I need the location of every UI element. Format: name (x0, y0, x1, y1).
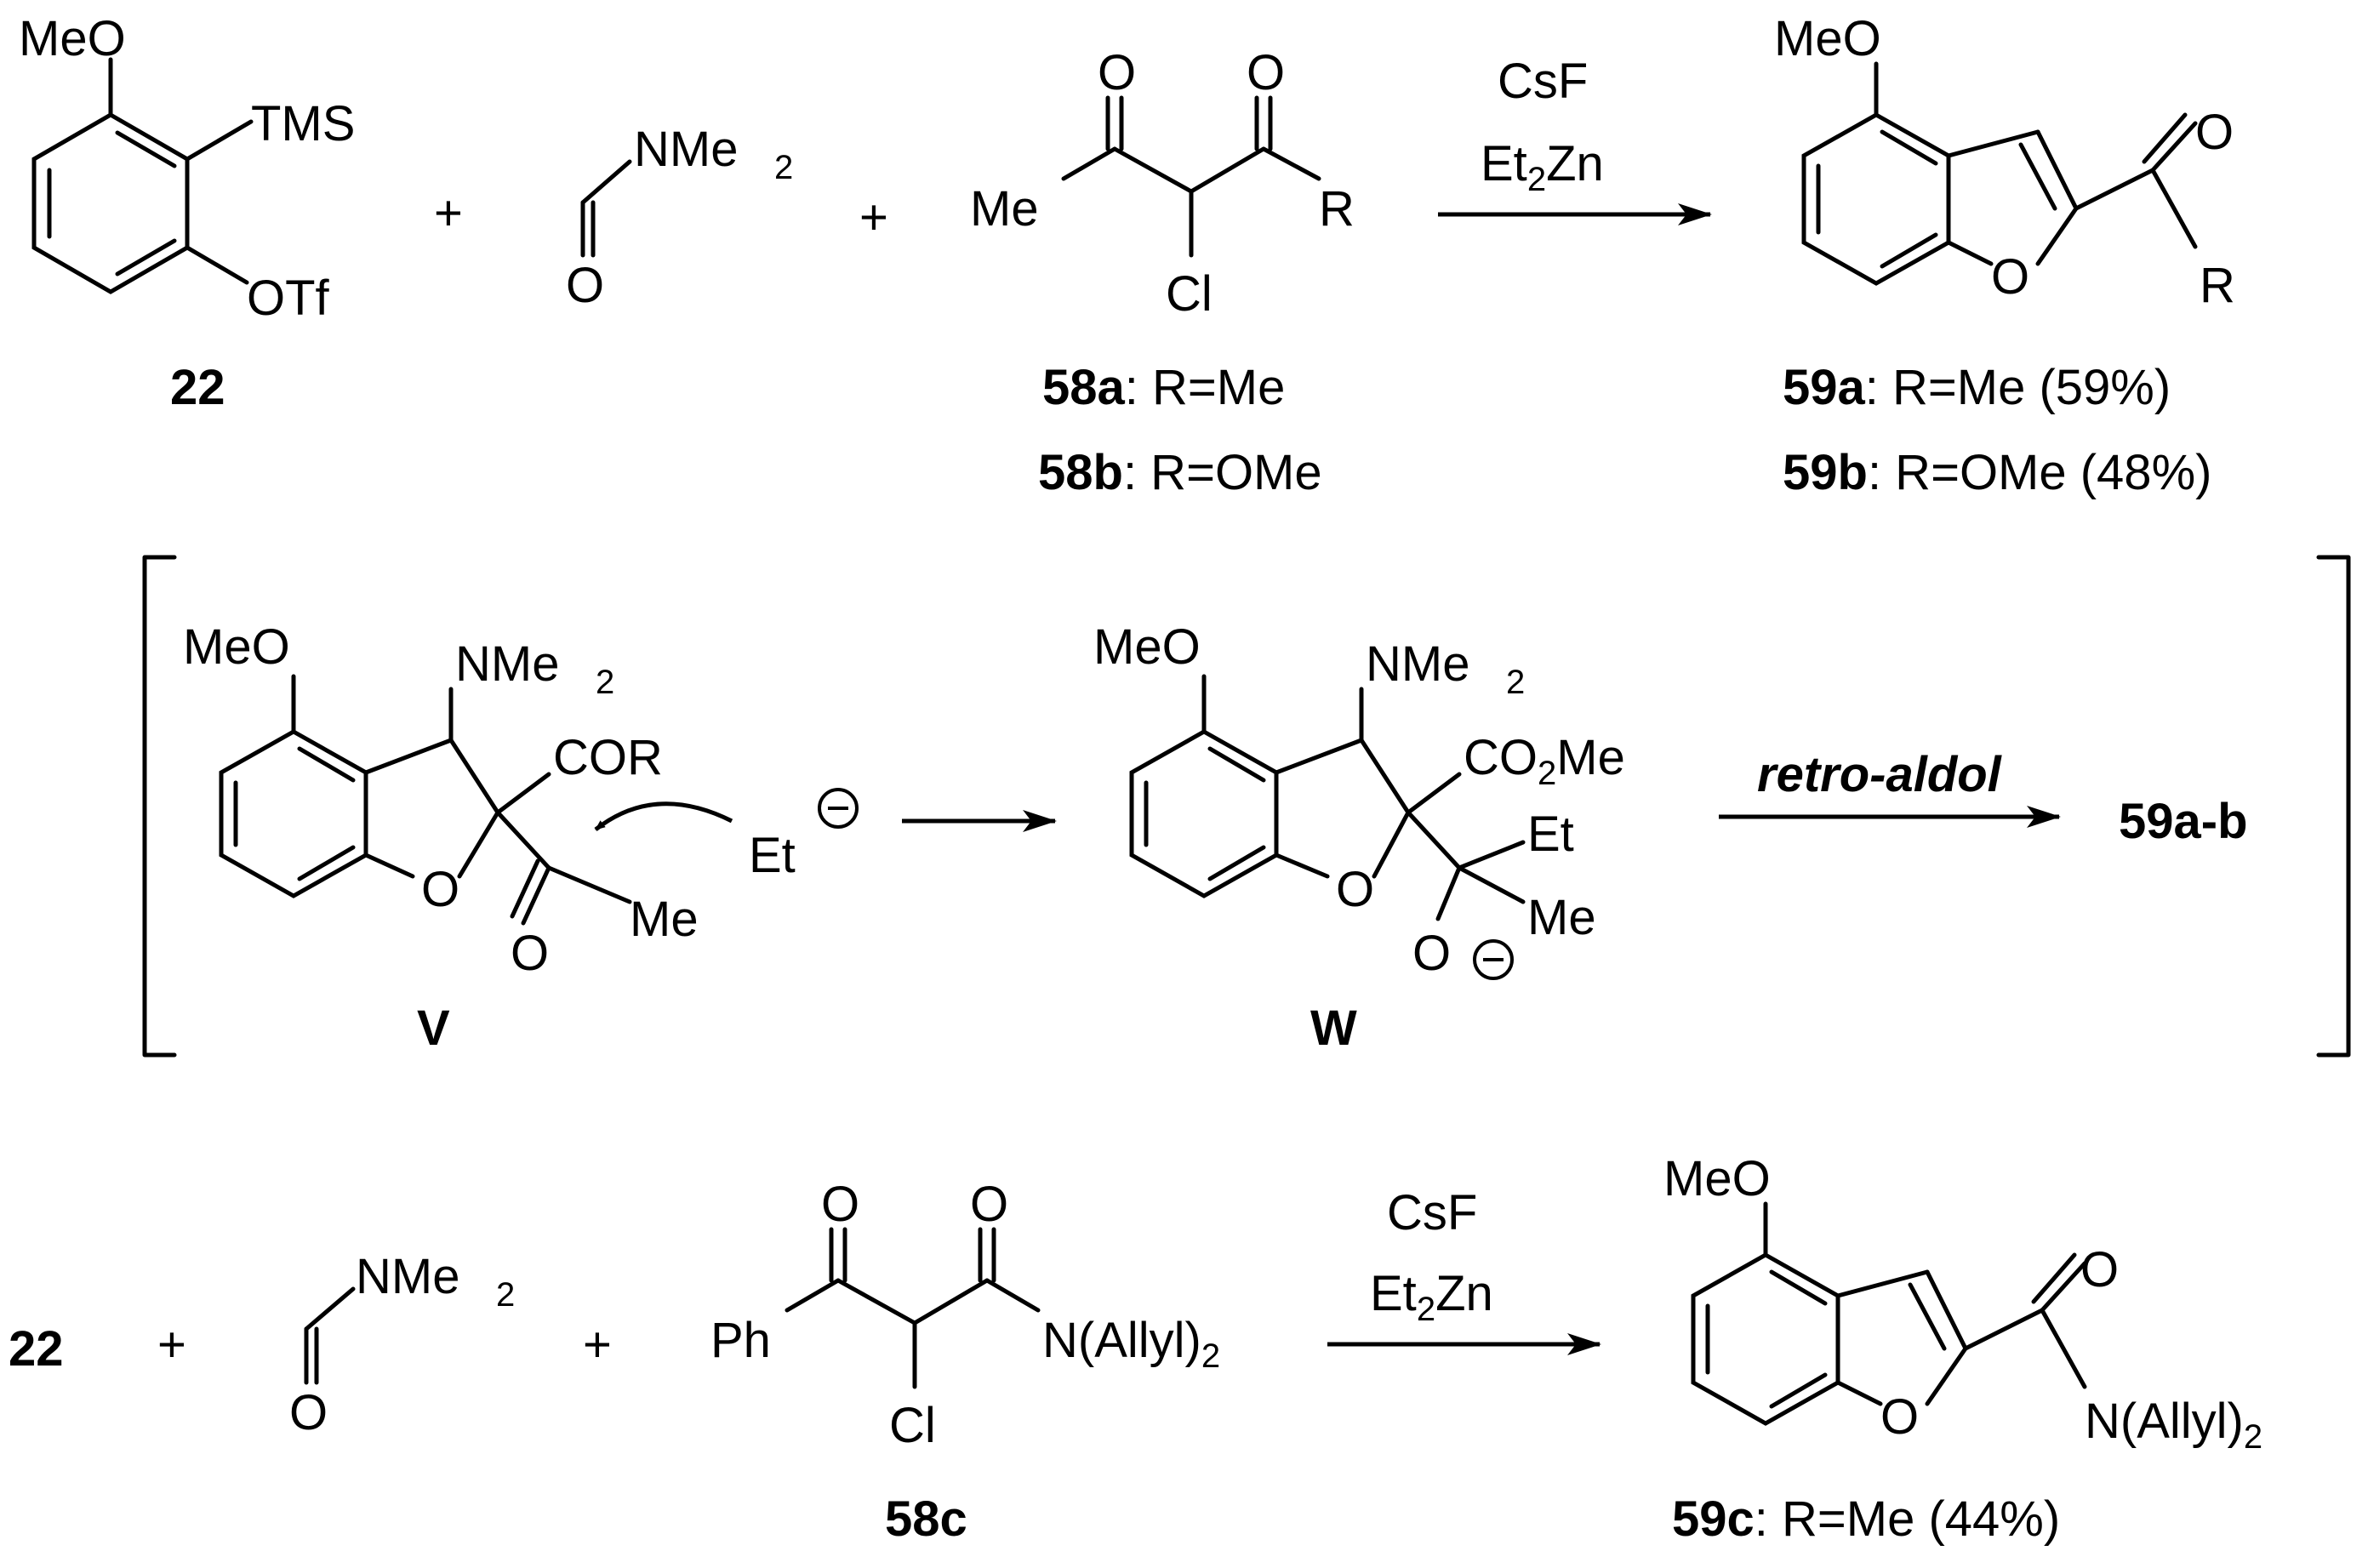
ethyl-anion: Et (749, 788, 859, 883)
retro-aldol-label: retro-aldol (1757, 747, 2003, 802)
label-59a: 59a: R=Me (59%) (1783, 360, 2171, 415)
plus-sign: + (157, 1317, 186, 1372)
retro-aldol-step: retro-aldol 59a-b (1719, 747, 2248, 849)
intermediate-V: MeO NMe 2 COR O O Me V (183, 619, 733, 1056)
methyl-label: Me (1527, 890, 1596, 945)
nme2-label: NMe (455, 636, 559, 692)
carbonyl-oxygen-label: O (2195, 105, 2234, 160)
product-label-59a-b: 59a-b (2119, 794, 2248, 849)
ring-oxygen-label: O (421, 862, 459, 917)
negative-charge-icon (1473, 939, 1514, 980)
ring-oxygen-label: O (1336, 862, 1374, 917)
subscript-2: 2 (774, 149, 793, 186)
compound-22: MeO TMS OTf 22 (19, 11, 355, 415)
compound-id-22: 22 (170, 360, 225, 415)
compound-58c: O O Ph N(Allyl)2 Cl 58c (710, 1177, 1220, 1547)
nme2-label: NMe (634, 122, 738, 177)
oxygen-label: O (289, 1385, 328, 1440)
ester-label: CO2Me (1464, 730, 1625, 792)
methoxy-label: MeO (19, 11, 126, 66)
compound-id-22: 22 (9, 1321, 64, 1377)
reagent-csf: CsF (1498, 54, 1588, 109)
compound-59c: MeO O O N(Allyl)2 59c: R=Me (44%) (1663, 1151, 2262, 1547)
ring-oxygen-label: O (1991, 249, 2029, 305)
methoxy-label: MeO (1774, 11, 1881, 66)
oxygen-label: O (1247, 45, 1285, 100)
phenyl-label: Ph (710, 1313, 771, 1368)
subscript-2: 2 (1506, 664, 1525, 701)
plus-sign: + (583, 1317, 612, 1372)
oxygen-label: O (821, 1177, 859, 1232)
ethyl-label: Et (1527, 807, 1574, 862)
compound-id-58c: 58c (885, 1491, 967, 1547)
intermediate-id-W: W (1310, 1001, 1357, 1056)
tms-label: TMS (251, 96, 355, 151)
methoxy-label: MeO (183, 619, 290, 675)
alkoxide-label: O (1412, 926, 1451, 981)
carbonyl-oxygen-label: O (2080, 1242, 2119, 1297)
oxygen-label: O (1098, 45, 1136, 100)
carbonyl-oxygen-label: O (511, 926, 549, 981)
plus-sign: + (859, 190, 888, 245)
plus-sign: + (434, 185, 463, 241)
nme2-label: NMe (1366, 636, 1469, 692)
dmf-2: NMe 2 O (289, 1249, 515, 1440)
reaction-arrow-2: CsF Et2Zn (1327, 1185, 1601, 1355)
reagent-et2zn: Et2Zn (1370, 1266, 1493, 1328)
label-59b: 59b: R=OMe (48%) (1783, 445, 2211, 500)
methyl-label: Me (970, 181, 1039, 237)
intermediate-id-V: V (417, 1001, 450, 1056)
dmf-1: NMe 2 O (566, 122, 793, 313)
label-58b: 58b: R=OMe (1038, 445, 1322, 500)
negative-charge-icon (818, 788, 859, 829)
diallylamide-label: N(Allyl)2 (2085, 1394, 2262, 1456)
nme2-label: NMe (356, 1249, 459, 1304)
ethyl-label: Et (749, 828, 796, 883)
methoxy-label: MeO (1663, 1151, 1771, 1206)
otf-label: OTf (247, 271, 330, 326)
compound-58: O O Me R Cl 58a: R=Me 58b: R=OMe (970, 45, 1355, 500)
oxygen-label: O (970, 1177, 1008, 1232)
ring-oxygen-label: O (1880, 1389, 1919, 1445)
methoxy-label: MeO (1093, 619, 1201, 675)
reaction-arrow-1: CsF Et2Zn (1438, 54, 1712, 225)
r-group-label: R (2200, 258, 2235, 313)
reagent-et2zn: Et2Zn (1481, 136, 1604, 198)
oxygen-label: O (566, 258, 604, 313)
subscript-2: 2 (596, 664, 614, 701)
subscript-2: 2 (496, 1276, 515, 1314)
intermediate-W: MeO NMe 2 CO2Me Et O O Me W (1093, 619, 1625, 1056)
label-59c: 59c: R=Me (44%) (1672, 1491, 2060, 1547)
methyl-label: Me (630, 892, 699, 947)
compound-59: MeO O O R 59a: R=Me (59%) 59b: R=OMe (48… (1774, 11, 2235, 500)
r-group-label: R (1319, 181, 1355, 237)
chlorine-label: Cl (1166, 266, 1213, 322)
label-58a: 58a: R=Me (1042, 360, 1285, 415)
cor-label: COR (553, 730, 663, 785)
mechanism-bracket (142, 555, 2351, 1058)
reagent-csf: CsF (1387, 1185, 1477, 1240)
chlorine-label: Cl (889, 1398, 936, 1453)
diallylamide-label: N(Allyl)2 (1042, 1313, 1220, 1375)
